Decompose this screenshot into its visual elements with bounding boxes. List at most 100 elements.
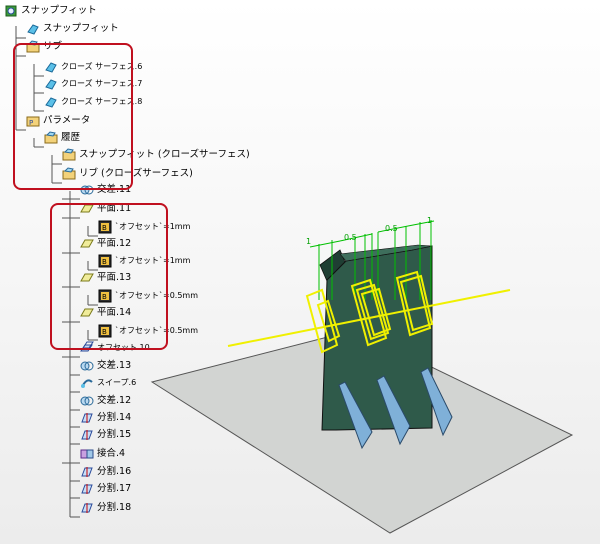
tree-node-label: パラメータ: [43, 115, 91, 126]
tree-node-label: `オフセット`=1mm: [115, 222, 191, 231]
tree-node-n21[interactable]: スイープ.6: [80, 374, 136, 392]
intersect-icon: [80, 185, 94, 195]
split-icon: [81, 467, 93, 477]
tree-node-n22[interactable]: 交差.12: [80, 392, 131, 410]
tree-node-label: 平面.11: [97, 203, 132, 214]
snapfit-top-face: [339, 244, 433, 262]
tree-node-n9[interactable]: リブ (クローズサーフェス): [62, 165, 193, 183]
geometric-set-icon: [62, 167, 76, 180]
tree-node-label: 平面.14: [97, 307, 132, 318]
dimension-lines: [309, 220, 435, 300]
split-icon: [81, 413, 93, 423]
tree-node-label: `オフセット`=0.5mm: [115, 326, 199, 335]
tree-node-label: 平面.12: [97, 238, 132, 249]
tree-node-n28[interactable]: 分割.18: [80, 499, 131, 517]
dimension-label: 0.5: [344, 233, 357, 242]
dimension-label: 0.5: [385, 224, 398, 233]
tree-node-n1[interactable]: スナップフィット: [26, 20, 119, 38]
plane-icon: [80, 204, 94, 213]
svg-text:B: B: [102, 293, 107, 301]
formula-icon: B: [98, 220, 112, 234]
dimension-labels: 1 0.5 0.5 1: [306, 216, 432, 246]
svg-text:P: P: [29, 119, 33, 127]
intersect-icon: [80, 396, 94, 406]
tree-node-label: 履歴: [61, 132, 81, 143]
surface-icon: [27, 24, 39, 35]
rib-1: [338, 381, 373, 450]
tree-node-label: 平面.13: [97, 272, 132, 283]
tree-node-n25[interactable]: 接合.4: [80, 445, 125, 463]
formula-icon: B: [98, 289, 112, 303]
dimension-label: 1: [306, 237, 311, 246]
svg-text:B: B: [102, 258, 107, 266]
dimension-label: 1: [427, 216, 432, 225]
tree-node-label: 分割.14: [97, 412, 132, 423]
tree-node-label: スナップフィット: [21, 5, 97, 16]
tree-node-n5[interactable]: クローズ サーフェス.8: [44, 93, 142, 111]
tree-node-label: リブ (クローズサーフェス): [79, 168, 193, 179]
tree-node-label: `オフセット`=1mm: [115, 256, 191, 265]
parameters-icon: P: [26, 116, 40, 127]
tree-node-n16[interactable]: B`オフセット`=0.5mm: [98, 287, 198, 305]
tree-node-n2[interactable]: リブ: [26, 38, 62, 56]
axis-line: [227, 289, 511, 347]
tree-node-label: スナップフィット: [43, 23, 119, 34]
split-icon: [81, 430, 93, 440]
geometric-set-icon: [62, 148, 76, 161]
tree-node-n6[interactable]: P パラメータ: [26, 112, 90, 130]
surface-icon: [45, 79, 57, 90]
tree-node-label: 交差.12: [97, 395, 132, 406]
tree-node-n27[interactable]: 分割.17: [80, 480, 131, 498]
tree-node-n20[interactable]: 交差.13: [80, 357, 131, 375]
tree-node-n12[interactable]: B`オフセット`=1mm: [98, 218, 190, 236]
tree-node-label: 分割.18: [97, 502, 132, 513]
intersect-icon: [80, 361, 94, 371]
tree-node-n3[interactable]: クローズ サーフェス.6: [44, 58, 142, 76]
sweep-icon: [81, 379, 93, 388]
tree-node-label: オフセット.10: [97, 343, 150, 352]
geometric-set-icon: [44, 131, 58, 144]
split-icon: [81, 503, 93, 513]
tree-node-n17[interactable]: 平面.14: [80, 304, 131, 322]
tree-node-n11[interactable]: 平面.11: [80, 200, 131, 218]
tree-node-n19[interactable]: オフセット.10: [80, 339, 150, 357]
join-icon: [80, 449, 94, 459]
tree-node-n7[interactable]: 履歴: [44, 129, 80, 147]
part-body-icon: [5, 5, 17, 17]
tree-node-label: 分割.15: [97, 429, 132, 440]
tree-node-n14[interactable]: B `オフセット`=1mm: [98, 252, 190, 270]
tree-node-root[interactable]: スナップフィット: [4, 2, 97, 20]
reference-planes: [305, 270, 434, 354]
tree-node-n15[interactable]: 平面.13: [80, 269, 131, 287]
tree-node-label: リブ: [43, 41, 63, 52]
tree-node-n23[interactable]: 分割.14: [80, 409, 131, 427]
tree-node-n18[interactable]: B `オフセット`=0.5mm: [98, 322, 198, 340]
tree-node-label: スイープ.6: [97, 378, 137, 387]
tree-node-label: 接合.4: [97, 448, 126, 459]
tree-node-n26[interactable]: 分割.16: [80, 463, 131, 481]
tree-node-n24[interactable]: 分割.15: [80, 426, 131, 444]
tree-node-n8[interactable]: スナップフィット (クローズサーフェス): [62, 146, 250, 164]
surface-icon: [45, 62, 57, 73]
tree-node-label: クローズ サーフェス.8: [61, 97, 143, 106]
formula-icon: B: [98, 324, 112, 338]
tree-node-label: スナップフィット (クローズサーフェス): [79, 149, 250, 160]
tree-node-n10[interactable]: 交差.11: [80, 181, 131, 199]
tree-node-label: クローズ サーフェス.6: [61, 62, 143, 71]
geometric-set-icon: [26, 40, 40, 53]
tree-node-label: 分割.16: [97, 466, 132, 477]
rib-3: [420, 367, 453, 437]
tree-node-label: 交差.13: [97, 360, 132, 371]
tree-node-label: クローズ サーフェス.7: [61, 79, 143, 88]
plane-icon: [80, 308, 94, 317]
tree-node-n4[interactable]: クローズ サーフェス.7: [44, 75, 142, 93]
svg-text:B: B: [102, 328, 107, 336]
plane-icon: [80, 239, 94, 248]
tree-node-label: 分割.17: [97, 483, 132, 494]
tree-node-n13[interactable]: 平面.12: [80, 235, 131, 253]
plane-icon: [80, 273, 94, 282]
formula-icon: B: [98, 254, 112, 268]
